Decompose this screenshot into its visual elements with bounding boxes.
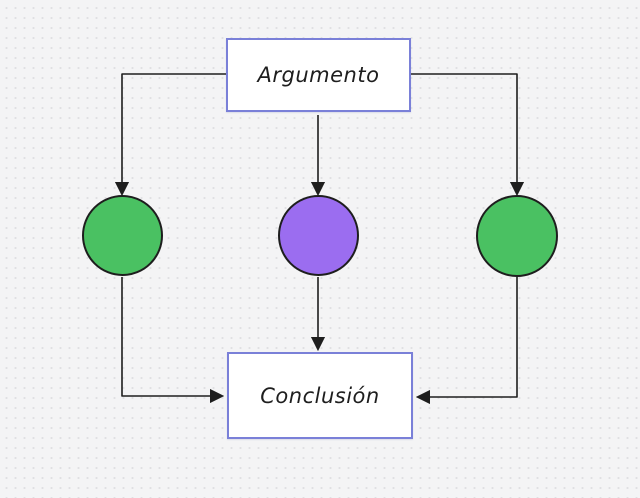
node-middle-circle[interactable]	[278, 195, 359, 276]
arrow-left-circle-to-conclusion[interactable]	[121, 277, 225, 404]
node-conclusion-label: Conclusión	[260, 383, 380, 408]
node-conclusion[interactable]: Conclusión	[227, 352, 413, 439]
arrow-argumento-to-left-circle[interactable]	[114, 73, 226, 197]
arrow-right-circle-to-conclusion[interactable]	[415, 277, 518, 405]
node-right-circle[interactable]	[476, 195, 558, 277]
arrow-argumento-to-right-circle[interactable]	[411, 73, 525, 197]
node-argumento-label: Argumento	[257, 63, 380, 87]
node-left-circle[interactable]	[82, 195, 163, 276]
node-argumento[interactable]: Argumento	[226, 38, 411, 112]
